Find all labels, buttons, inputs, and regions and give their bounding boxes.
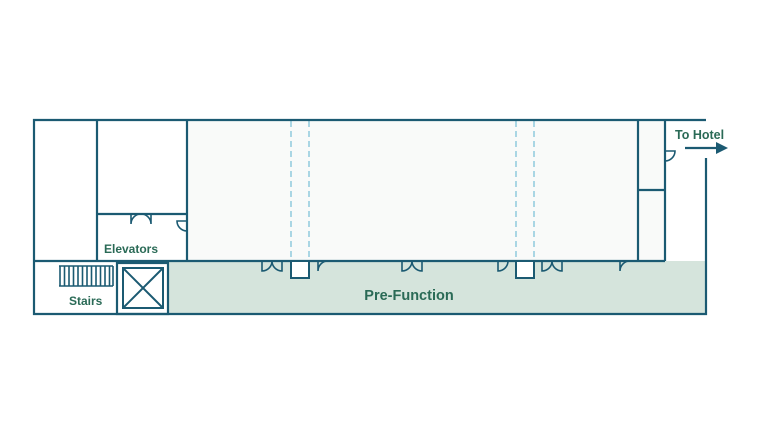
- door-swing-icon: [261, 260, 283, 272]
- pillars: [290, 260, 535, 279]
- door-swing-icon: [664, 150, 676, 162]
- walls: [32, 118, 708, 316]
- pre-function-area[interactable]: [168, 261, 706, 314]
- door-swing-icon: [619, 260, 631, 272]
- pillar: [290, 260, 310, 279]
- pre-function-label: Pre-Function: [364, 288, 453, 304]
- door-swing-icon: [401, 260, 423, 272]
- stairs-label: Stairs: [69, 294, 103, 308]
- airwall-partitions: [290, 121, 535, 261]
- pillar: [515, 260, 535, 279]
- door-swing-icon: [130, 213, 152, 225]
- door-swing-icon: [497, 260, 509, 272]
- door-swing-icon: [541, 260, 563, 272]
- door-swing-icon: [317, 260, 329, 272]
- arrow-right-icon: [685, 142, 728, 154]
- stairs-icon: [59, 265, 114, 287]
- doors: [130, 150, 676, 272]
- elevators-label: Elevators: [104, 242, 158, 256]
- ballroom[interactable]: [187, 120, 638, 261]
- elevator-shaft-icon: [122, 267, 164, 309]
- door-swing-icon: [176, 220, 188, 232]
- to-hotel-label[interactable]: To Hotel: [675, 128, 724, 142]
